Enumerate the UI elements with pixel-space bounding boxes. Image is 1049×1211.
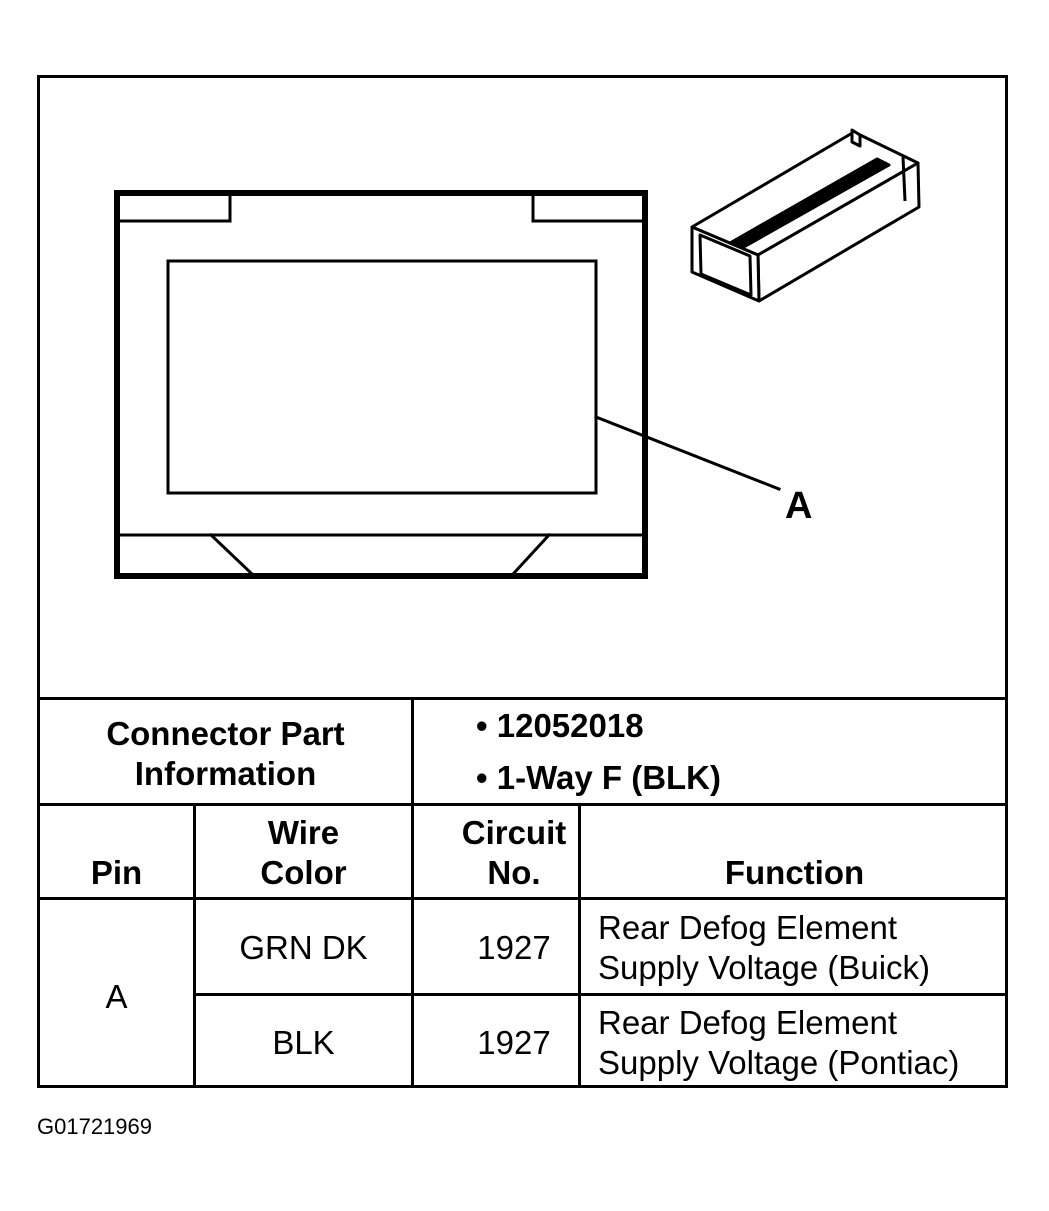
connector-description: 1-Way F (BLK) bbox=[496, 759, 721, 796]
header-wire-color-line1: Wire bbox=[267, 814, 340, 851]
function-line1: Rear Defog Element bbox=[598, 1004, 897, 1041]
bullet-icon: • bbox=[476, 707, 488, 744]
diagram-frame bbox=[37, 75, 1008, 1088]
connector-face-view bbox=[114, 190, 781, 579]
pin-cell: A bbox=[105, 978, 128, 1015]
header-pin: Pin bbox=[90, 854, 143, 891]
wire-color-cell: GRN DK bbox=[239, 929, 368, 966]
circuit-column-divider bbox=[578, 803, 581, 1088]
wire-color-cell: BLK bbox=[272, 1024, 335, 1061]
part-info-label: Connector Part Information bbox=[40, 714, 411, 794]
part-info-item: • 12052018 bbox=[476, 706, 644, 746]
function-cell: Rear Defog Element Supply Voltage (Buick… bbox=[598, 908, 1003, 988]
pin-column-divider bbox=[193, 803, 196, 1088]
function-line1: Rear Defog Element bbox=[598, 909, 897, 946]
header-wire-color-line2: Color bbox=[260, 854, 347, 891]
bullet-icon: • bbox=[476, 759, 488, 796]
function-line2: Supply Voltage (Buick) bbox=[598, 949, 931, 986]
part-info-item: • 1-Way F (BLK) bbox=[476, 758, 721, 798]
header-circuit-line2: No. bbox=[487, 854, 541, 891]
part-info-divider bbox=[411, 697, 414, 1088]
header-circuit-line1: Circuit bbox=[461, 814, 567, 851]
header-function: Function bbox=[724, 854, 865, 891]
circuit-cell: 1927 bbox=[477, 929, 551, 966]
row-divider bbox=[193, 993, 1008, 996]
header-bottom-border bbox=[37, 897, 1008, 900]
part-number: 12052018 bbox=[496, 707, 644, 744]
part-info-bottom-border bbox=[37, 803, 1008, 806]
circuit-cell: 1927 bbox=[477, 1024, 551, 1061]
function-line2: Supply Voltage (Pontiac) bbox=[598, 1044, 960, 1081]
header-wire-color: Wire Color bbox=[196, 813, 411, 893]
figure-id: G01721969 bbox=[37, 1114, 152, 1139]
callout-label-a: A bbox=[785, 485, 812, 527]
connector-illustration: A bbox=[114, 128, 921, 579]
header-circuit-no: Circuit No. bbox=[414, 813, 614, 893]
part-info-label-line1: Connector Part bbox=[106, 715, 345, 752]
table-top-border bbox=[37, 697, 1008, 700]
connector-isometric-view bbox=[690, 128, 921, 303]
function-cell: Rear Defog Element Supply Voltage (Ponti… bbox=[598, 1003, 1003, 1083]
part-info-label-line2: Information bbox=[134, 755, 317, 792]
